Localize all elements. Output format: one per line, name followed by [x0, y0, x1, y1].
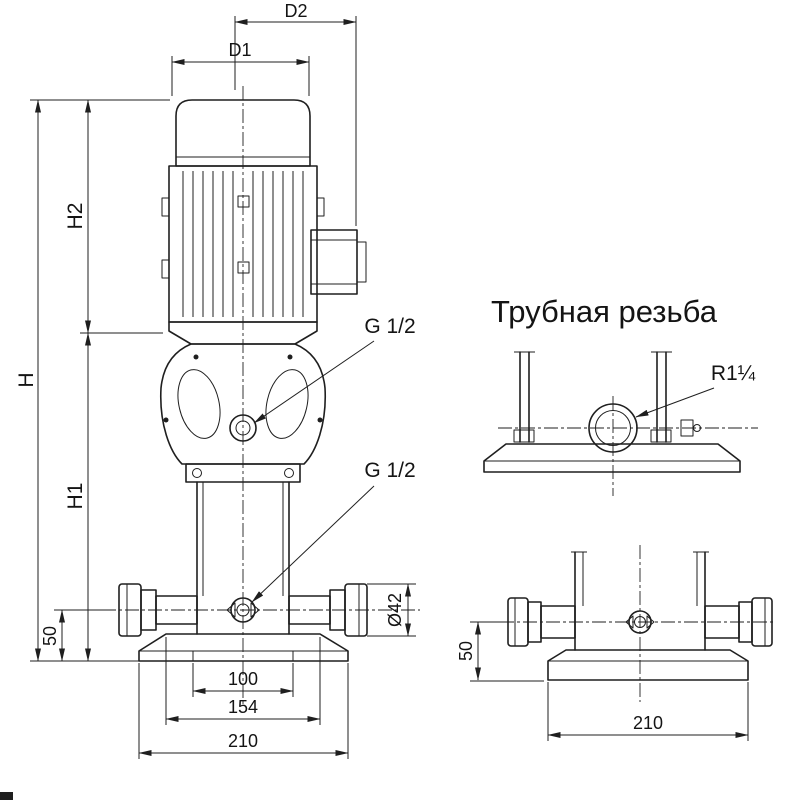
main-view [102, 86, 420, 706]
front-port-cap-right [751, 597, 773, 647]
motor-lug-left-lower [161, 259, 170, 279]
rod-nut-left [513, 429, 535, 443]
head-lug-left [163, 417, 169, 423]
front-dim-210-label: 210 [633, 713, 663, 733]
dim-210-label: 210 [228, 731, 258, 751]
dimensions-front-view: 50 210 [456, 621, 749, 741]
plate-bolt-left [192, 468, 202, 478]
tie-bolt-lower [237, 261, 250, 274]
drain-plug-outer [230, 597, 256, 623]
fill-plug-outer [229, 414, 257, 442]
dim-h2-label: H2 [64, 203, 87, 230]
front-drain-plug-outer [628, 610, 652, 634]
front-base-outline [547, 649, 749, 681]
frame-corner-mark [0, 792, 13, 800]
dimensions-main: D2 D1 H H2 H1 50 Ø42 100 154 210 G 1/2 G… [15, 1, 416, 759]
sight-window-left [177, 369, 221, 439]
front-extension-lines [470, 621, 749, 741]
dim-50-label: 50 [40, 626, 60, 646]
front-view-centerlines [500, 545, 775, 702]
front-drain-plug-flats [625, 615, 655, 629]
thread-view-base [483, 443, 741, 473]
dim-d2-label: D2 [284, 1, 307, 21]
drain-plug-inner [236, 603, 250, 617]
head-bolt-right [287, 354, 293, 360]
extension-lines [30, 16, 416, 759]
terminal-box-cap [356, 241, 367, 283]
terminal-box [310, 229, 367, 295]
tie-rods [519, 351, 667, 443]
motor-lug-right [316, 197, 325, 217]
discharge-port-cap [344, 583, 368, 637]
fan-cover [175, 99, 311, 167]
stage-plate [185, 463, 301, 483]
tie-bolt-upper [237, 195, 250, 208]
fill-plug-inner [235, 420, 251, 436]
drain-plug [226, 597, 260, 623]
thread-lower-label: G 1/2 [364, 459, 415, 482]
dim-dia42-label: Ø42 [385, 593, 405, 627]
head-bolt-left [193, 354, 199, 360]
thread-view: R1¼ [483, 351, 758, 496]
sight-window-right [265, 369, 309, 439]
dim-154-label: 154 [228, 697, 258, 717]
motor-fins [182, 171, 304, 317]
side-plug-tip [693, 424, 701, 432]
drain-plug-flats [226, 602, 260, 618]
front-dim-50-label: 50 [456, 641, 476, 661]
head-lug-right [317, 417, 323, 423]
rod-nut-right [650, 429, 672, 443]
front-view: 50 210 [456, 545, 775, 741]
leader-thread-upper [253, 340, 375, 424]
leader-thread-lower [251, 485, 375, 603]
dim-d1-label: D1 [228, 40, 251, 60]
lantern-housing [159, 343, 327, 465]
base-outline [138, 633, 349, 662]
suction-port-cap [118, 583, 142, 637]
section-title: Трубная резьба [491, 294, 718, 329]
front-column-inner [571, 551, 709, 606]
front-port-cap-left [507, 597, 529, 647]
thread-upper-label: G 1/2 [364, 315, 415, 338]
pump-head [159, 343, 327, 483]
thread-port-outer [588, 403, 638, 453]
dim-100-label: 100 [228, 669, 258, 689]
front-drain-plug-inner [634, 616, 646, 628]
pump-column [118, 481, 368, 637]
thread-port-inner [595, 410, 631, 446]
motor [161, 99, 325, 345]
dim-h-label: H [15, 372, 38, 387]
plate-bolt-right [284, 468, 294, 478]
leader-thread-size [635, 387, 715, 418]
column-inner-walls [202, 482, 284, 596]
dim-h1-label: H1 [64, 483, 87, 510]
motor-lug-left-upper [161, 197, 170, 217]
thread-size-label: R1¼ [711, 362, 756, 385]
base-plate [138, 633, 349, 662]
